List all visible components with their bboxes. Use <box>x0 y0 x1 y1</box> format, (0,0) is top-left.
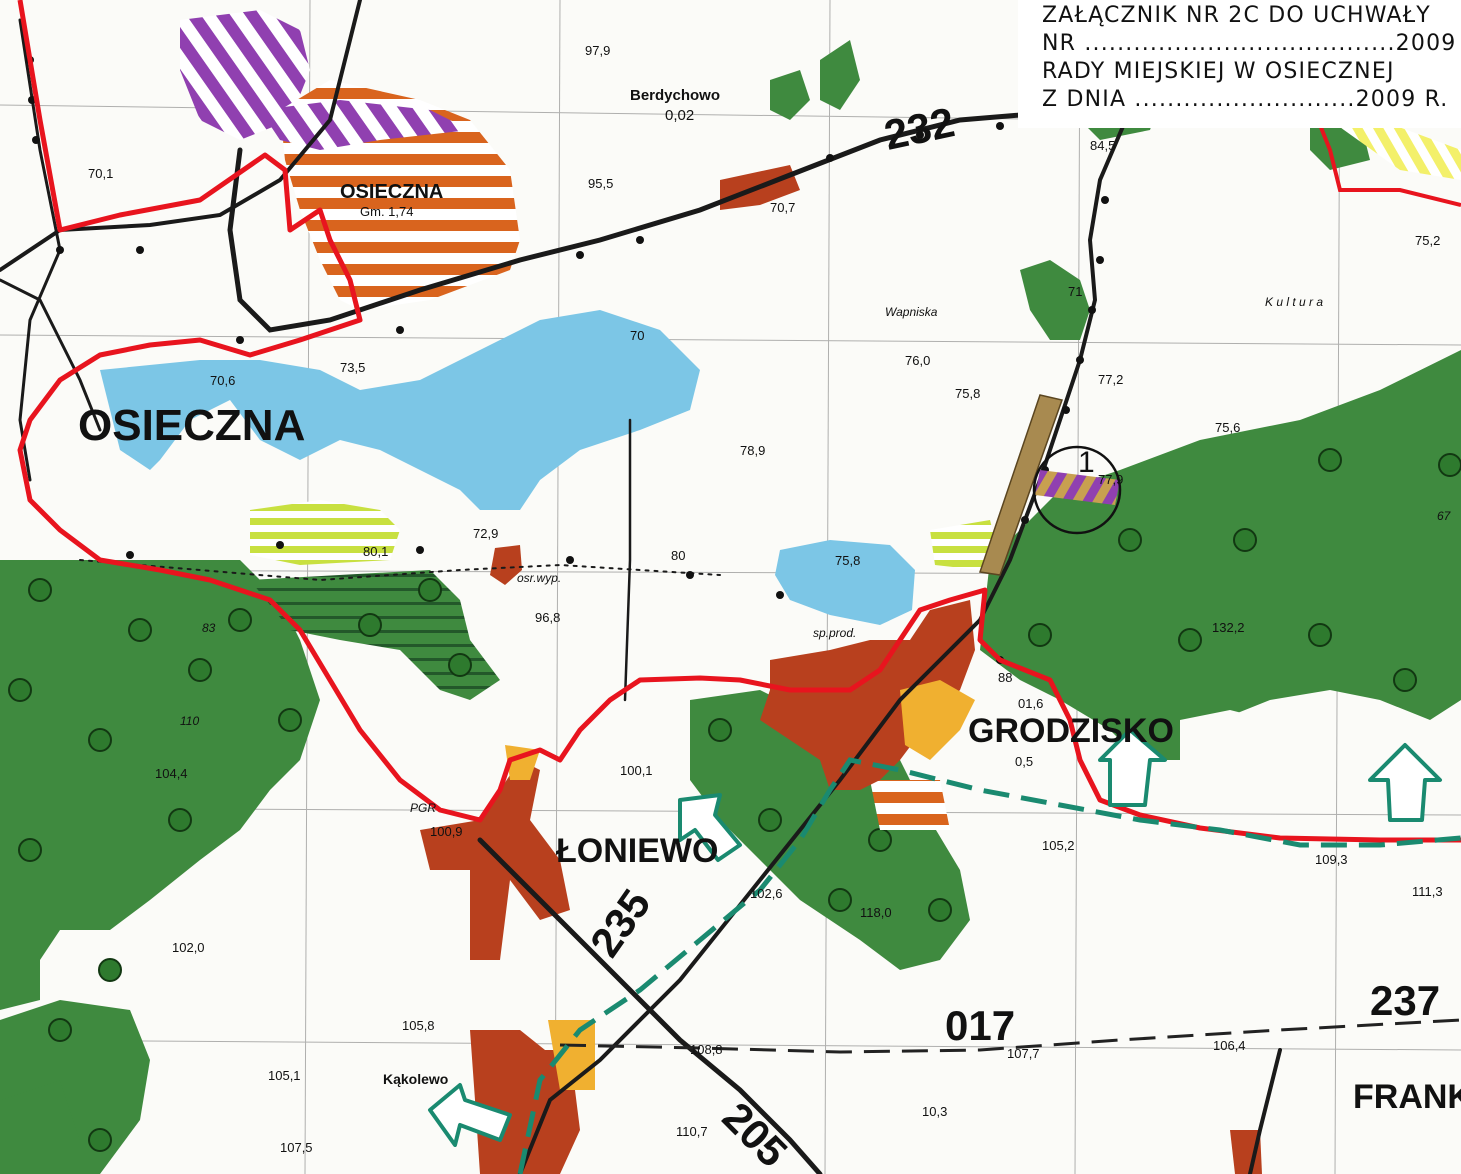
elevation-label: 109,3 <box>1315 852 1348 867</box>
arrow-up-icon <box>1368 743 1442 822</box>
place-berdychowo: Berdychowo <box>630 87 720 104</box>
place-osieczna: OSIECZNA <box>78 401 305 450</box>
elevation-label: 01,6 <box>1018 696 1043 711</box>
elevation-label: 102,6 <box>750 886 783 901</box>
elevation-label: 77,2 <box>1098 372 1123 387</box>
elevation-label: 97,9 <box>585 43 610 58</box>
dashed-route-017 <box>559 1018 1461 1054</box>
elevation-label: 102,0 <box>172 940 205 955</box>
elevation-label: 100,9 <box>430 824 463 839</box>
road-237-label: 237 <box>1370 977 1440 1024</box>
place-kakolewo: Kąkolewo <box>383 1071 448 1087</box>
elevation-label: 72,9 <box>473 526 498 541</box>
cycle-route <box>517 757 1461 1174</box>
forest-symbols <box>8 448 1461 1152</box>
label-pgr: PGR <box>410 801 436 815</box>
elevation-label: 80,1 <box>363 544 388 559</box>
elevation-label: 106,4 <box>1213 1038 1246 1053</box>
designated-areas <box>180 10 1461 830</box>
elevation-label: 111,3 <box>1412 884 1443 899</box>
elevation-label: 77,9 <box>1098 472 1123 487</box>
elevation-label: 118,0 <box>860 905 892 920</box>
elevation-label: 80 <box>671 548 685 563</box>
route-arrows <box>428 728 1442 1147</box>
elevation-label: 107,7 <box>1007 1046 1040 1061</box>
elevation-label: 70,6 <box>210 373 235 388</box>
elevation-label: 132,2 <box>1212 620 1245 635</box>
elevation-label: 75,2 <box>1415 233 1440 248</box>
elevation-label: 96,8 <box>535 610 560 625</box>
elevation-label: 75,8 <box>835 553 860 568</box>
elevation-label: 95,5 <box>588 176 613 191</box>
elevation-label: 105,1 <box>268 1068 301 1083</box>
planning-marker-1 <box>979 394 1122 576</box>
arrow-left-icon <box>428 1083 512 1147</box>
elevation-labels: 97,9 95,5 70,7 84,5 75,2 70,1 73,5 70,6 … <box>88 43 1452 1155</box>
elevation-label: 0,5 <box>1015 754 1033 769</box>
label-osr-wyp: osr.wyp. <box>517 571 561 585</box>
title-line-1: ZAŁĄCZNIK NR 2C DO UCHWAŁY <box>1042 3 1431 28</box>
arrow-up-icon <box>678 793 742 862</box>
elevation-label: 10,3 <box>922 1104 947 1119</box>
water-bodies <box>100 310 915 625</box>
title-line-4: Z DNIA ...........................2009 R… <box>1042 87 1449 112</box>
elevation-label: 104,4 <box>155 766 188 781</box>
label-sp-prod: sp.prod. <box>813 626 856 640</box>
road-017-label: 017 <box>945 1002 1015 1049</box>
elevation-label: 78,9 <box>740 443 765 458</box>
area-gm-label: Gm. 1,74 <box>360 204 413 219</box>
resolution-title-block: ZAŁĄCZNIK NR 2C DO UCHWAŁY NR ..........… <box>1018 0 1461 128</box>
place-labels: OSIECZNA OSIECZNA Gm. 1,74 GRODZISKO ŁON… <box>78 87 1461 1116</box>
elevation-label: 107,5 <box>280 1140 313 1155</box>
elevation-label: 70,7 <box>770 200 795 215</box>
dotted-paths <box>26 56 1109 664</box>
place-frank: FRANK <box>1353 1078 1461 1116</box>
title-line-3: RADY MIEJSKIEJ W OSIECZNEJ <box>1042 59 1395 84</box>
place-kultura: K u l t u r a <box>1265 295 1323 309</box>
elevation-label: 105,8 <box>402 1018 435 1033</box>
municipal-boundary <box>17 0 1461 843</box>
place-grodzisko: GRODZISKO <box>968 712 1174 750</box>
elevation-label: 67 <box>1437 509 1452 523</box>
place-wapniska: Wapniska <box>885 305 938 319</box>
boundary-northeast <box>1308 99 1461 207</box>
elevation-label: 75,6 <box>1215 420 1240 435</box>
elevation-label: 73,5 <box>340 360 365 375</box>
title-line-2: NR .....................................… <box>1042 31 1457 56</box>
elevation-label: 100,1 <box>620 763 653 778</box>
berdychowo-value: 0,02 <box>665 107 694 124</box>
place-loniewo: ŁONIEWO <box>556 832 718 870</box>
elevation-label: 88 <box>998 670 1012 685</box>
elevation-label: 105,2 <box>1042 838 1075 853</box>
elevation-label: 75,8 <box>955 386 980 401</box>
elevation-label: 76,0 <box>905 353 930 368</box>
elevation-label: 108,8 <box>690 1042 723 1057</box>
elevation-label: 83 <box>202 621 216 635</box>
elevation-label: 70,1 <box>88 166 113 181</box>
place-osieczna-small: OSIECZNA <box>340 181 443 203</box>
elevation-label: 71 <box>1068 284 1082 299</box>
elevation-label: 110 <box>180 714 199 728</box>
elevation-label: 84,5 <box>1090 138 1115 153</box>
elevation-label: 70 <box>630 328 644 343</box>
elevation-label: 110,7 <box>676 1124 708 1139</box>
marker-1-label: 1 <box>1078 446 1095 479</box>
arrow-up-icon <box>1098 728 1167 807</box>
